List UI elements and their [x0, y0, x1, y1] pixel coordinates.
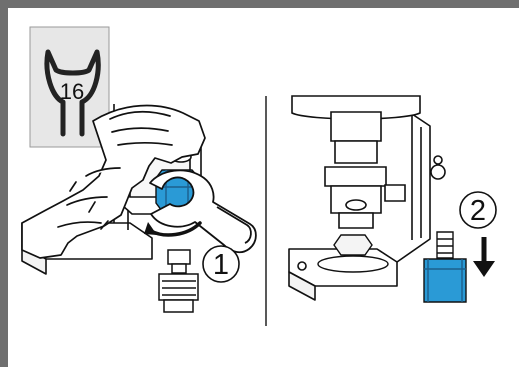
- step-two-marker: 2: [459, 191, 497, 229]
- step-two-circle: [459, 191, 497, 229]
- down-arrow: [473, 237, 495, 277]
- wrench-size-badge: 16: [29, 26, 110, 148]
- right-valve-body: [291, 95, 421, 229]
- step-one-label: 1: [213, 249, 229, 281]
- down-arrow-head: [473, 261, 495, 277]
- wrench-icon: [44, 49, 101, 137]
- right-lower-nut: [317, 234, 389, 273]
- open-end-wrench: [149, 169, 257, 254]
- hand-illustration: [21, 104, 206, 259]
- step-one-marker: 1: [202, 245, 240, 283]
- step-two-label: 2: [470, 195, 486, 227]
- step-one-circle: [202, 245, 240, 283]
- rotation-arrow: [144, 221, 202, 237]
- blue-threaded-fitting-right: [423, 231, 467, 303]
- left-threaded-fitting: [158, 249, 199, 313]
- wrench-size-label: 16: [60, 79, 84, 104]
